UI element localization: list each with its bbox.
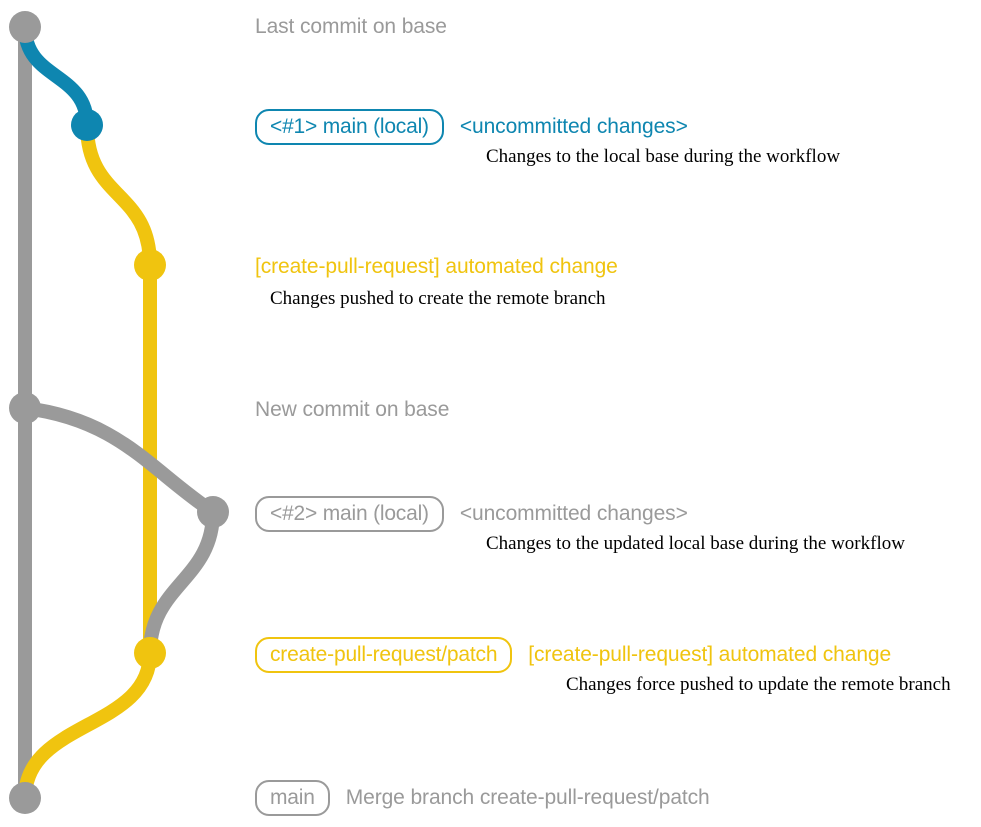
commit-node-patch-2[interactable] — [134, 637, 166, 669]
edge-basenew-to-local2 — [18, 401, 220, 519]
commit-node-base-top[interactable] — [9, 11, 41, 43]
subtext-automated-change-2: Changes force pushed to update the remot… — [566, 674, 951, 695]
row-automated-change-1: [create-pull-request] automated change — [255, 255, 618, 279]
headline-automated-change-1: [create-pull-request] automated change — [255, 255, 618, 278]
row-automated-change-2: create-pull-request/patch [create-pull-r… — [255, 637, 891, 673]
edge-local1-to-patch1 — [80, 118, 157, 272]
commit-node-base-new[interactable] — [9, 392, 41, 424]
subtext-local-main-2: Changes to the updated local base during… — [486, 533, 905, 554]
subtext-local-main-1: Changes to the local base during the wor… — [486, 146, 841, 167]
branch-pill-local-main-2[interactable]: <#2> main (local) — [255, 496, 444, 532]
branch-pill-local-main-1[interactable]: <#1> main (local) — [255, 109, 444, 145]
row-local-main-1: <#1> main (local) <uncommitted changes> — [255, 109, 688, 145]
headline-uncommitted-changes-1: <uncommitted changes> — [459, 115, 688, 138]
branch-pill-create-pull-request-patch[interactable]: create-pull-request/patch — [255, 637, 513, 673]
subtext-automated-change-1: Changes pushed to create the remote bran… — [270, 288, 606, 309]
row-new-commit-on-base: New commit on base — [255, 398, 449, 422]
headline-automated-change-2: [create-pull-request] automated change — [528, 643, 892, 666]
row-merge-commit: main Merge branch create-pull-request/pa… — [255, 780, 710, 816]
branch-pill-main[interactable]: main — [255, 780, 330, 816]
edge-base-to-local1 — [18, 20, 94, 132]
headline-merge-commit: Merge branch create-pull-request/patch — [345, 786, 710, 809]
commit-node-patch-1[interactable] — [134, 249, 166, 281]
row-local-main-2: <#2> main (local) <uncommitted changes> — [255, 496, 688, 532]
headline-uncommitted-changes-2: <uncommitted changes> — [459, 502, 688, 525]
headline-last-commit-on-base: Last commit on base — [255, 15, 447, 38]
edge-patch2-to-merge — [18, 646, 157, 805]
headline-new-commit-on-base: New commit on base — [255, 398, 450, 421]
commit-node-local-1[interactable] — [71, 109, 103, 141]
commit-node-local-2[interactable] — [197, 496, 229, 528]
commit-node-merge[interactable] — [9, 782, 41, 814]
edge-local2-to-patch2 — [143, 505, 220, 660]
row-last-commit-on-base: Last commit on base — [255, 15, 447, 39]
